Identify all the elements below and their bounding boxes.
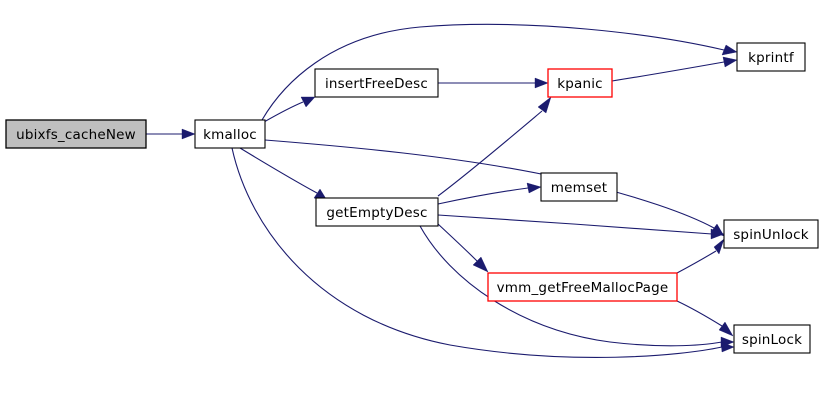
- node-spinUnlock[interactable]: spinUnlock: [723, 219, 819, 249]
- node-vmm_getFreeMallocPage[interactable]: vmm_getFreeMallocPage: [487, 272, 678, 302]
- node-label: vmm_getFreeMallocPage: [497, 280, 669, 296]
- node-box[interactable]: [487, 272, 678, 302]
- edge-line: [231, 147, 723, 358]
- arrowhead-icon: [710, 228, 725, 240]
- arrowhead-icon: [472, 256, 489, 273]
- node-kpanic[interactable]: kpanic: [547, 68, 613, 98]
- node-kprintf[interactable]: kprintf: [736, 42, 806, 72]
- edge-kpanic-to-kprintf: [611, 56, 738, 82]
- edge-kmalloc-to-kprintf: [261, 23, 738, 121]
- node-label: kpanic: [557, 76, 603, 92]
- edge-line: [437, 110, 543, 197]
- node-box[interactable]: [723, 219, 819, 249]
- arrowhead-icon: [181, 128, 196, 140]
- edge-line: [419, 225, 723, 347]
- node-box[interactable]: [194, 119, 266, 149]
- node-box[interactable]: [547, 68, 613, 98]
- edge-line: [239, 147, 318, 194]
- edge-line: [676, 250, 717, 274]
- arrowhead-icon: [537, 96, 552, 114]
- edge-kmalloc-to-getEmptyDesc: [239, 147, 329, 203]
- node-label: getEmptyDesc: [326, 205, 427, 221]
- node-insertFreeDesc[interactable]: insertFreeDesc: [314, 68, 439, 98]
- edges-layer: [146, 23, 738, 358]
- node-ubixfs_cacheNew[interactable]: ubixfs_cacheNew: [5, 119, 147, 149]
- edge-kmalloc-to-insertFreeDesc: [263, 96, 316, 123]
- node-box[interactable]: [736, 42, 806, 72]
- node-box[interactable]: [314, 68, 439, 98]
- arrowhead-icon: [526, 182, 542, 194]
- node-getEmptyDesc[interactable]: getEmptyDesc: [315, 197, 439, 227]
- arrowhead-icon: [713, 238, 725, 255]
- node-box[interactable]: [733, 324, 811, 354]
- node-box[interactable]: [540, 172, 618, 202]
- node-label: insertFreeDesc: [325, 76, 428, 92]
- edge-line: [437, 214, 713, 235]
- edge-line: [437, 187, 529, 205]
- edge-line: [264, 139, 715, 229]
- edge-getEmptyDesc-to-spinUnlock: [437, 214, 725, 240]
- edge-line: [261, 23, 725, 121]
- node-label: memset: [551, 180, 607, 196]
- edge-line: [263, 101, 304, 123]
- node-label: kprintf: [748, 50, 795, 66]
- node-memset[interactable]: memset: [540, 172, 618, 202]
- edge-getEmptyDesc-to-memset: [437, 182, 542, 205]
- edge-line: [437, 223, 478, 262]
- node-label: spinUnlock: [733, 227, 809, 243]
- edge-ubixfs_cacheNew-to-kmalloc: [146, 128, 196, 140]
- edge-vmm_getFreeMallocPage-to-spinLock: [676, 300, 734, 337]
- arrowhead-icon: [718, 321, 734, 337]
- nodes-layer: ubixfs_cacheNew kmalloc insertFreeDesc kpan…: [5, 42, 819, 354]
- node-label: ubixfs_cacheNew: [16, 127, 136, 143]
- edge-vmm_getFreeMallocPage-to-spinUnlock: [676, 238, 725, 274]
- arrowhead-icon: [534, 77, 549, 89]
- edge-line: [611, 61, 725, 82]
- node-label: kmalloc: [203, 127, 257, 143]
- node-box[interactable]: [5, 119, 147, 149]
- node-kmalloc[interactable]: kmalloc: [194, 119, 266, 149]
- edge-kmalloc-to-spinLock: [231, 147, 735, 358]
- edge-line: [676, 300, 723, 327]
- node-label: spinLock: [742, 332, 802, 348]
- node-box[interactable]: [315, 197, 439, 227]
- edge-getEmptyDesc-to-vmm_getFreeMallocPage: [437, 223, 489, 273]
- arrowhead-icon: [720, 341, 735, 353]
- node-spinLock[interactable]: spinLock: [733, 324, 811, 354]
- arrowhead-icon: [721, 44, 738, 56]
- arrowhead-icon: [300, 96, 316, 108]
- edge-getEmptyDesc-to-kpanic: [437, 96, 552, 197]
- arrowhead-icon: [722, 56, 738, 68]
- edge-insertFreeDesc-to-kpanic: [438, 77, 549, 89]
